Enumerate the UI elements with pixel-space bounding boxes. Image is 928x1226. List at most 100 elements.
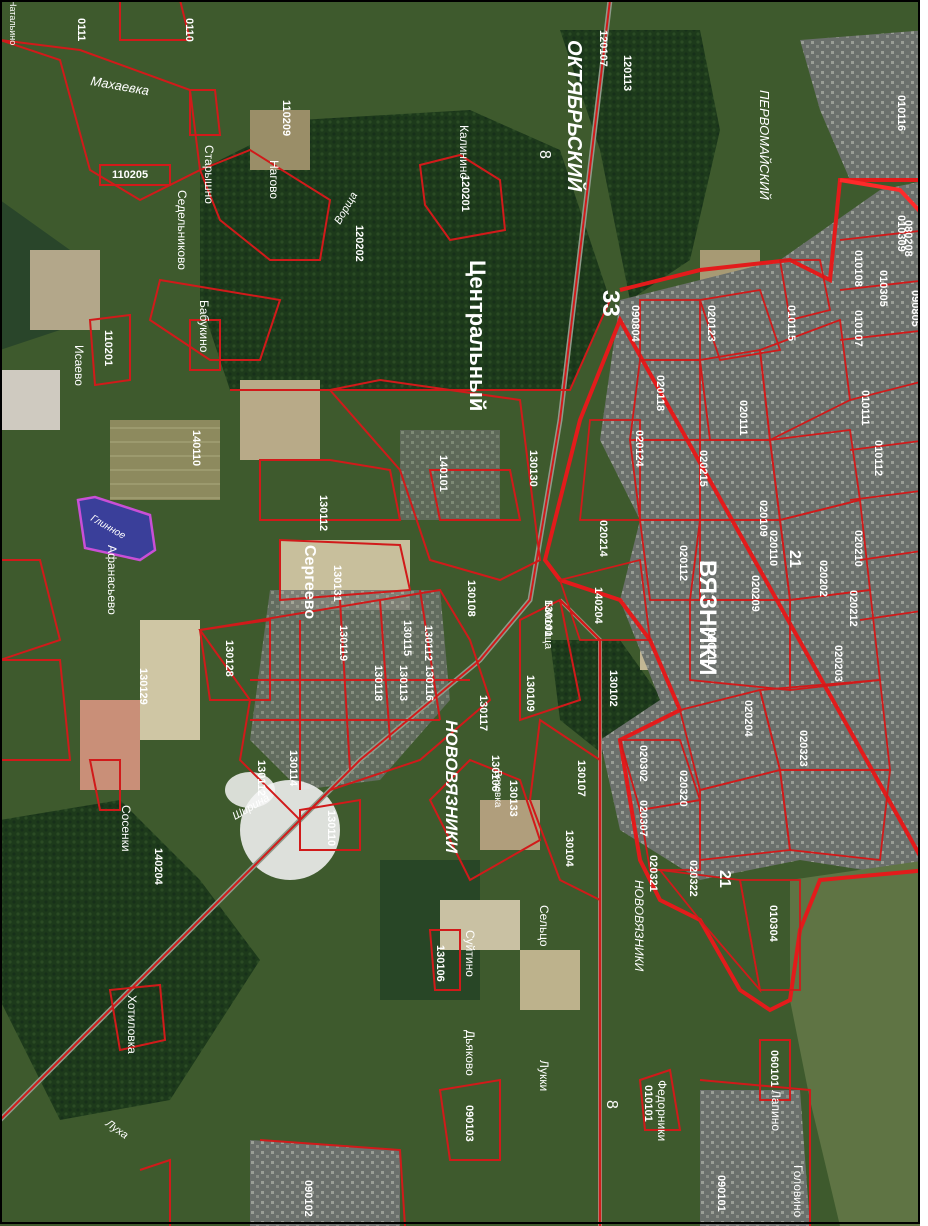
parcel-label: 020211 (705, 630, 717, 666)
highway-label-33: 33 (597, 290, 624, 317)
urban-areas (250, 30, 928, 1226)
parcel-label: 130131 (331, 565, 343, 602)
parcel-label: 130104 (563, 830, 575, 868)
river (790, 860, 928, 1226)
parcel-label: 130115 (401, 620, 413, 656)
parcel-label: 090103 (463, 1105, 475, 1142)
district-label-tsentralnyy: Центральный (465, 260, 490, 411)
parcel-label: 060101 (768, 1050, 780, 1087)
parcel-label: 010115 (785, 305, 797, 341)
parcel-label: 020124 (633, 430, 645, 468)
place-label-lukki: Лукки (537, 1060, 551, 1091)
highway-label-21-b: 21 (716, 870, 733, 888)
parcel-label: 020321 (647, 855, 659, 892)
parcel-label: 010309 (895, 215, 907, 252)
parcel-label: 130106 (489, 755, 501, 792)
place-label-dobrotnaya: Болотица (542, 600, 554, 650)
place-label-nagovo: Нагово (267, 160, 281, 199)
parcel-label: 110201 (102, 330, 114, 366)
parcel-label: 020109 (757, 500, 769, 537)
place-label-vyazovka: Вязовка (492, 770, 503, 808)
parcel-label: 020123 (705, 305, 717, 342)
parcel-label: 140204 (592, 587, 604, 625)
parcel-label: 020110 (767, 530, 779, 566)
parcel-label: 130130 (527, 450, 539, 487)
map-right-margin (920, 0, 928, 1226)
place-label-fedorniki: Федорники (655, 1080, 669, 1141)
parcel-label: 140110 (190, 430, 202, 466)
parcel-label: 130101 (542, 600, 554, 637)
parcel-label: 090101 (715, 1175, 727, 1212)
place-label-dyakovo: Дьяково (463, 1030, 477, 1076)
place-label-staryshino: Старышно (202, 145, 216, 204)
district-label-novovyazniki-small: НОВОВЯЗНИКИ (632, 880, 646, 972)
district-label-pervomayskiy: ПЕРВОМАЙСКИЙ (757, 90, 773, 200)
parcel-label: 0110 (183, 18, 195, 42)
place-label-seltsy: Сельцо (537, 905, 551, 947)
parcel-label: 010111 (859, 390, 871, 426)
parcel-label: 130118 (372, 665, 384, 701)
place-label-sosenki: Сосенки (119, 805, 133, 852)
place-label-sedelnikovo: Седельниково (175, 190, 189, 270)
place-label-kalinino: Калинино (457, 125, 471, 179)
parcel-label: 090804 (629, 305, 641, 343)
parcel-label: 110209 (280, 100, 292, 136)
parcel-label: 140101 (437, 455, 449, 492)
city-parcel-grid (558, 229, 928, 994)
place-label-sergeevo: Сергеево (301, 545, 318, 619)
parcel-label: 130116 (423, 665, 435, 701)
parcel-label: 130110 (325, 810, 337, 846)
district-label-novovyazniki-big: НОВОВЯЗНИКИ (442, 720, 461, 854)
parcel-label: 130113 (397, 665, 409, 701)
parcel-label: 010304 (767, 905, 779, 943)
highway-label-8-north: 8 (536, 150, 553, 159)
parcel-label: 090102 (302, 1180, 314, 1217)
parcel-label: 130108 (465, 580, 477, 617)
parcel-label: 130112 (317, 495, 329, 531)
parcel-label: 020323 (797, 730, 809, 767)
parcel-label: 120201 (459, 175, 471, 212)
place-label-khotilovka: Хотиловка (125, 995, 139, 1054)
parcel-label: 130107 (575, 760, 587, 797)
parcel-label: 020111 (737, 400, 749, 436)
place-label-babykino: Бабукино (197, 300, 211, 353)
place-label-golovino: Головино (791, 1165, 805, 1218)
parcel-label: 020203 (832, 645, 844, 682)
parcel-label: 110205 (112, 169, 148, 181)
parcel-label: 020118 (654, 375, 666, 411)
district-label-oktyabrskiy: ОКТЯБРЬСКИЙ (563, 40, 587, 192)
parcel-label: 010108 (852, 250, 864, 287)
parcel-label: 130112 (422, 625, 434, 661)
parcel-label: 010112 (872, 440, 884, 476)
parcel-label: 020307 (637, 800, 649, 837)
place-label-isaevo: Исаево (72, 345, 86, 386)
highway-label-8-south: 8 (603, 1100, 620, 1109)
district-label-vyazniki: ВЯЗНИКИ (694, 560, 721, 676)
parcel-label: 020215 (697, 450, 709, 487)
parcel-label: 130128 (223, 640, 235, 677)
place-label-afanasevo: Афанасьево (105, 545, 119, 615)
parcel-label: 020112 (677, 545, 689, 581)
parcel-label: 020322 (687, 860, 699, 897)
parcel-label: 080208 (902, 220, 914, 257)
parcel-label: 010116 (895, 95, 907, 131)
place-label-lapino: Лапино (769, 1090, 783, 1131)
parcel-label: 130117 (477, 695, 489, 731)
afanasevo-lake[interactable] (76, 495, 157, 562)
parcel-label: 010107 (852, 310, 864, 347)
parcel-label: 120107 (597, 30, 609, 67)
parcel-label: 020204 (742, 700, 754, 738)
parcel-label: 020210 (852, 530, 864, 567)
parcel-label: 130109 (524, 675, 536, 712)
parcel-label: 130102 (607, 670, 619, 707)
parcel-label: 020214 (597, 520, 609, 558)
parcel-label: 020202 (817, 560, 829, 597)
parcel-label: 130106 (434, 945, 446, 982)
parcel-label: 130129 (137, 668, 149, 705)
place-label-suitino: Суйтино (463, 930, 477, 977)
parcel-label: 020320 (677, 770, 689, 807)
parcel-label: 130133 (507, 780, 519, 817)
